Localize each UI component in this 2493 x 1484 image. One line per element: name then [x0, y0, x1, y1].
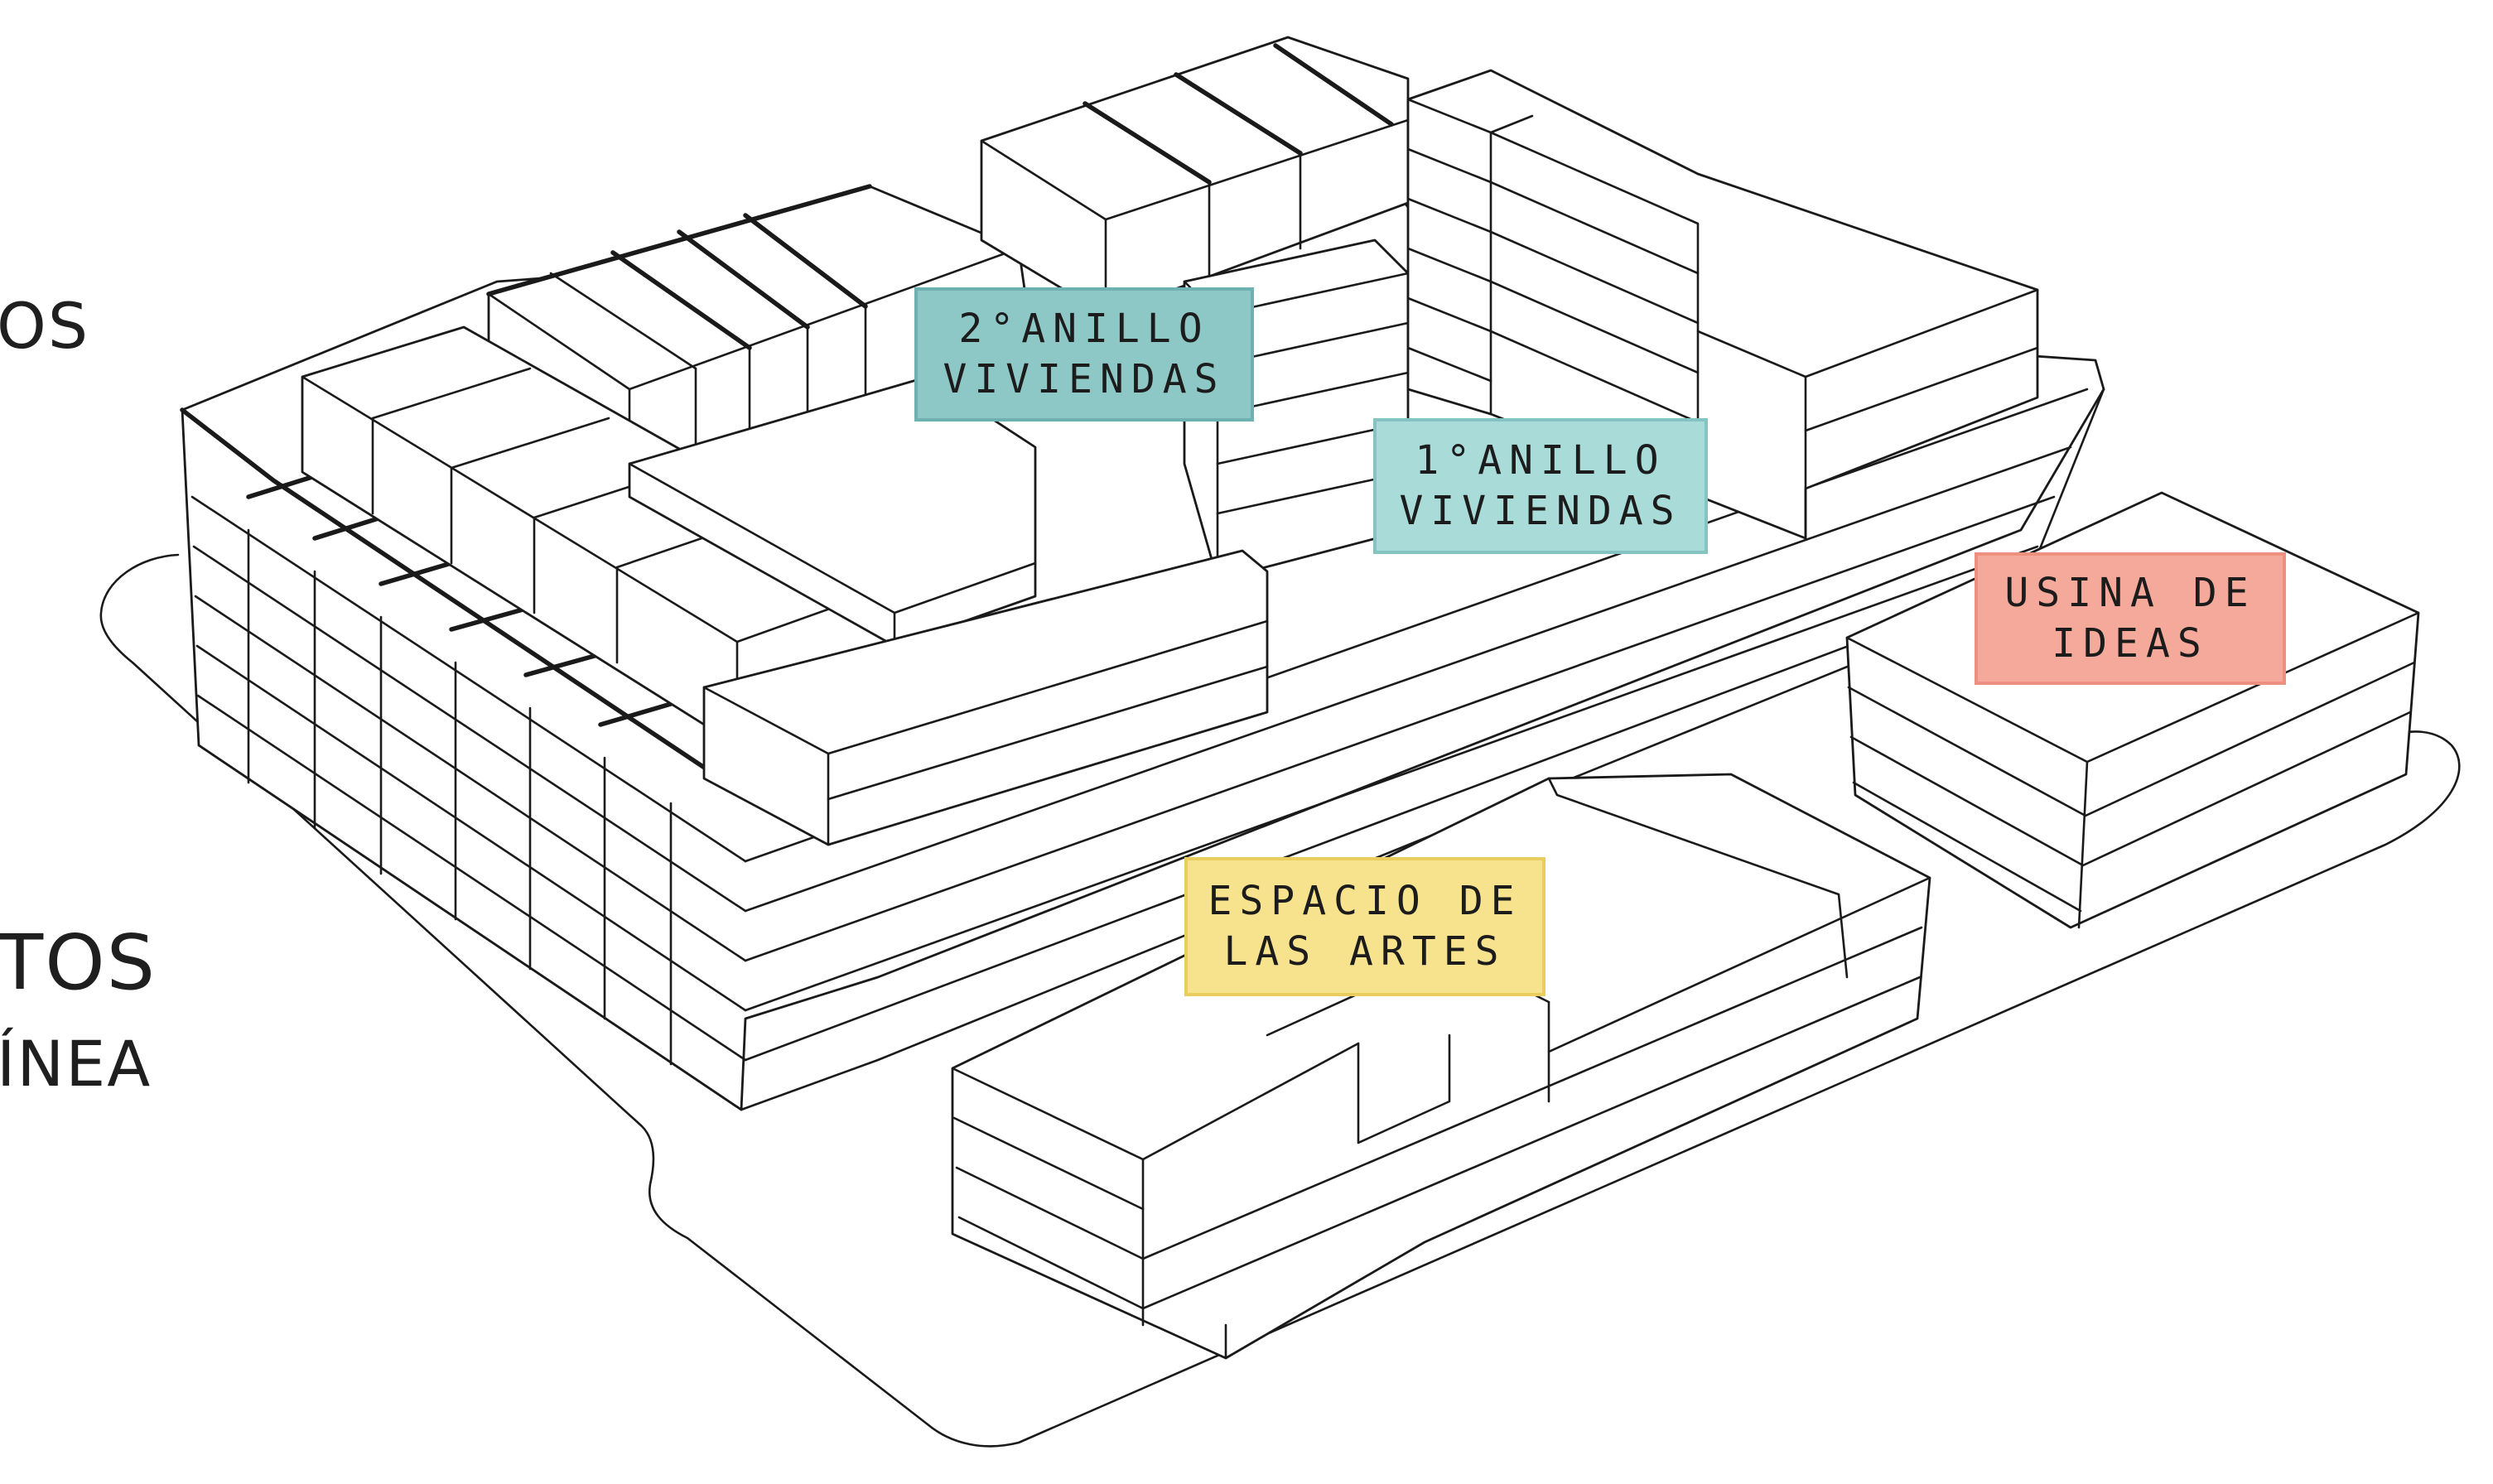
ring2-blocks [301, 238, 1410, 747]
label-ring1-line1: 1°ANILLO [1415, 436, 1666, 484]
site-platform [99, 553, 2461, 1448]
back-right-units [980, 36, 1410, 316]
label-ring2-line1: 2°ANILLO [958, 305, 1210, 352]
label-ring2-housing: 2°ANILLO VIVIENDAS [914, 287, 1254, 422]
label-artes-line1: ESPACIO DE [1208, 877, 1522, 924]
label-ring2-line2: VIVIENDAS [943, 356, 1226, 402]
label-usina-line2: IDEAS [2052, 620, 2209, 667]
artes-buildings [951, 773, 1931, 1360]
label-ring1-housing: 1°ANILLO VIVIENDAS [1373, 418, 1708, 554]
label-usina-de-ideas: USINA DE IDEAS [1975, 552, 2286, 685]
side-text-bottom: ÍNEA [0, 1027, 152, 1101]
label-usina-line1: USINA DE [2004, 569, 2256, 616]
front-low-blocks [702, 549, 1269, 846]
side-text-top: OS [0, 289, 90, 363]
label-espacio-de-las-artes: ESPACIO DE LAS ARTES [1184, 857, 1545, 996]
label-artes-line2: LAS ARTES [1223, 928, 1507, 975]
side-text-middle: TOS [0, 918, 157, 1007]
label-ring1-line2: VIVIENDAS [1399, 488, 1682, 534]
